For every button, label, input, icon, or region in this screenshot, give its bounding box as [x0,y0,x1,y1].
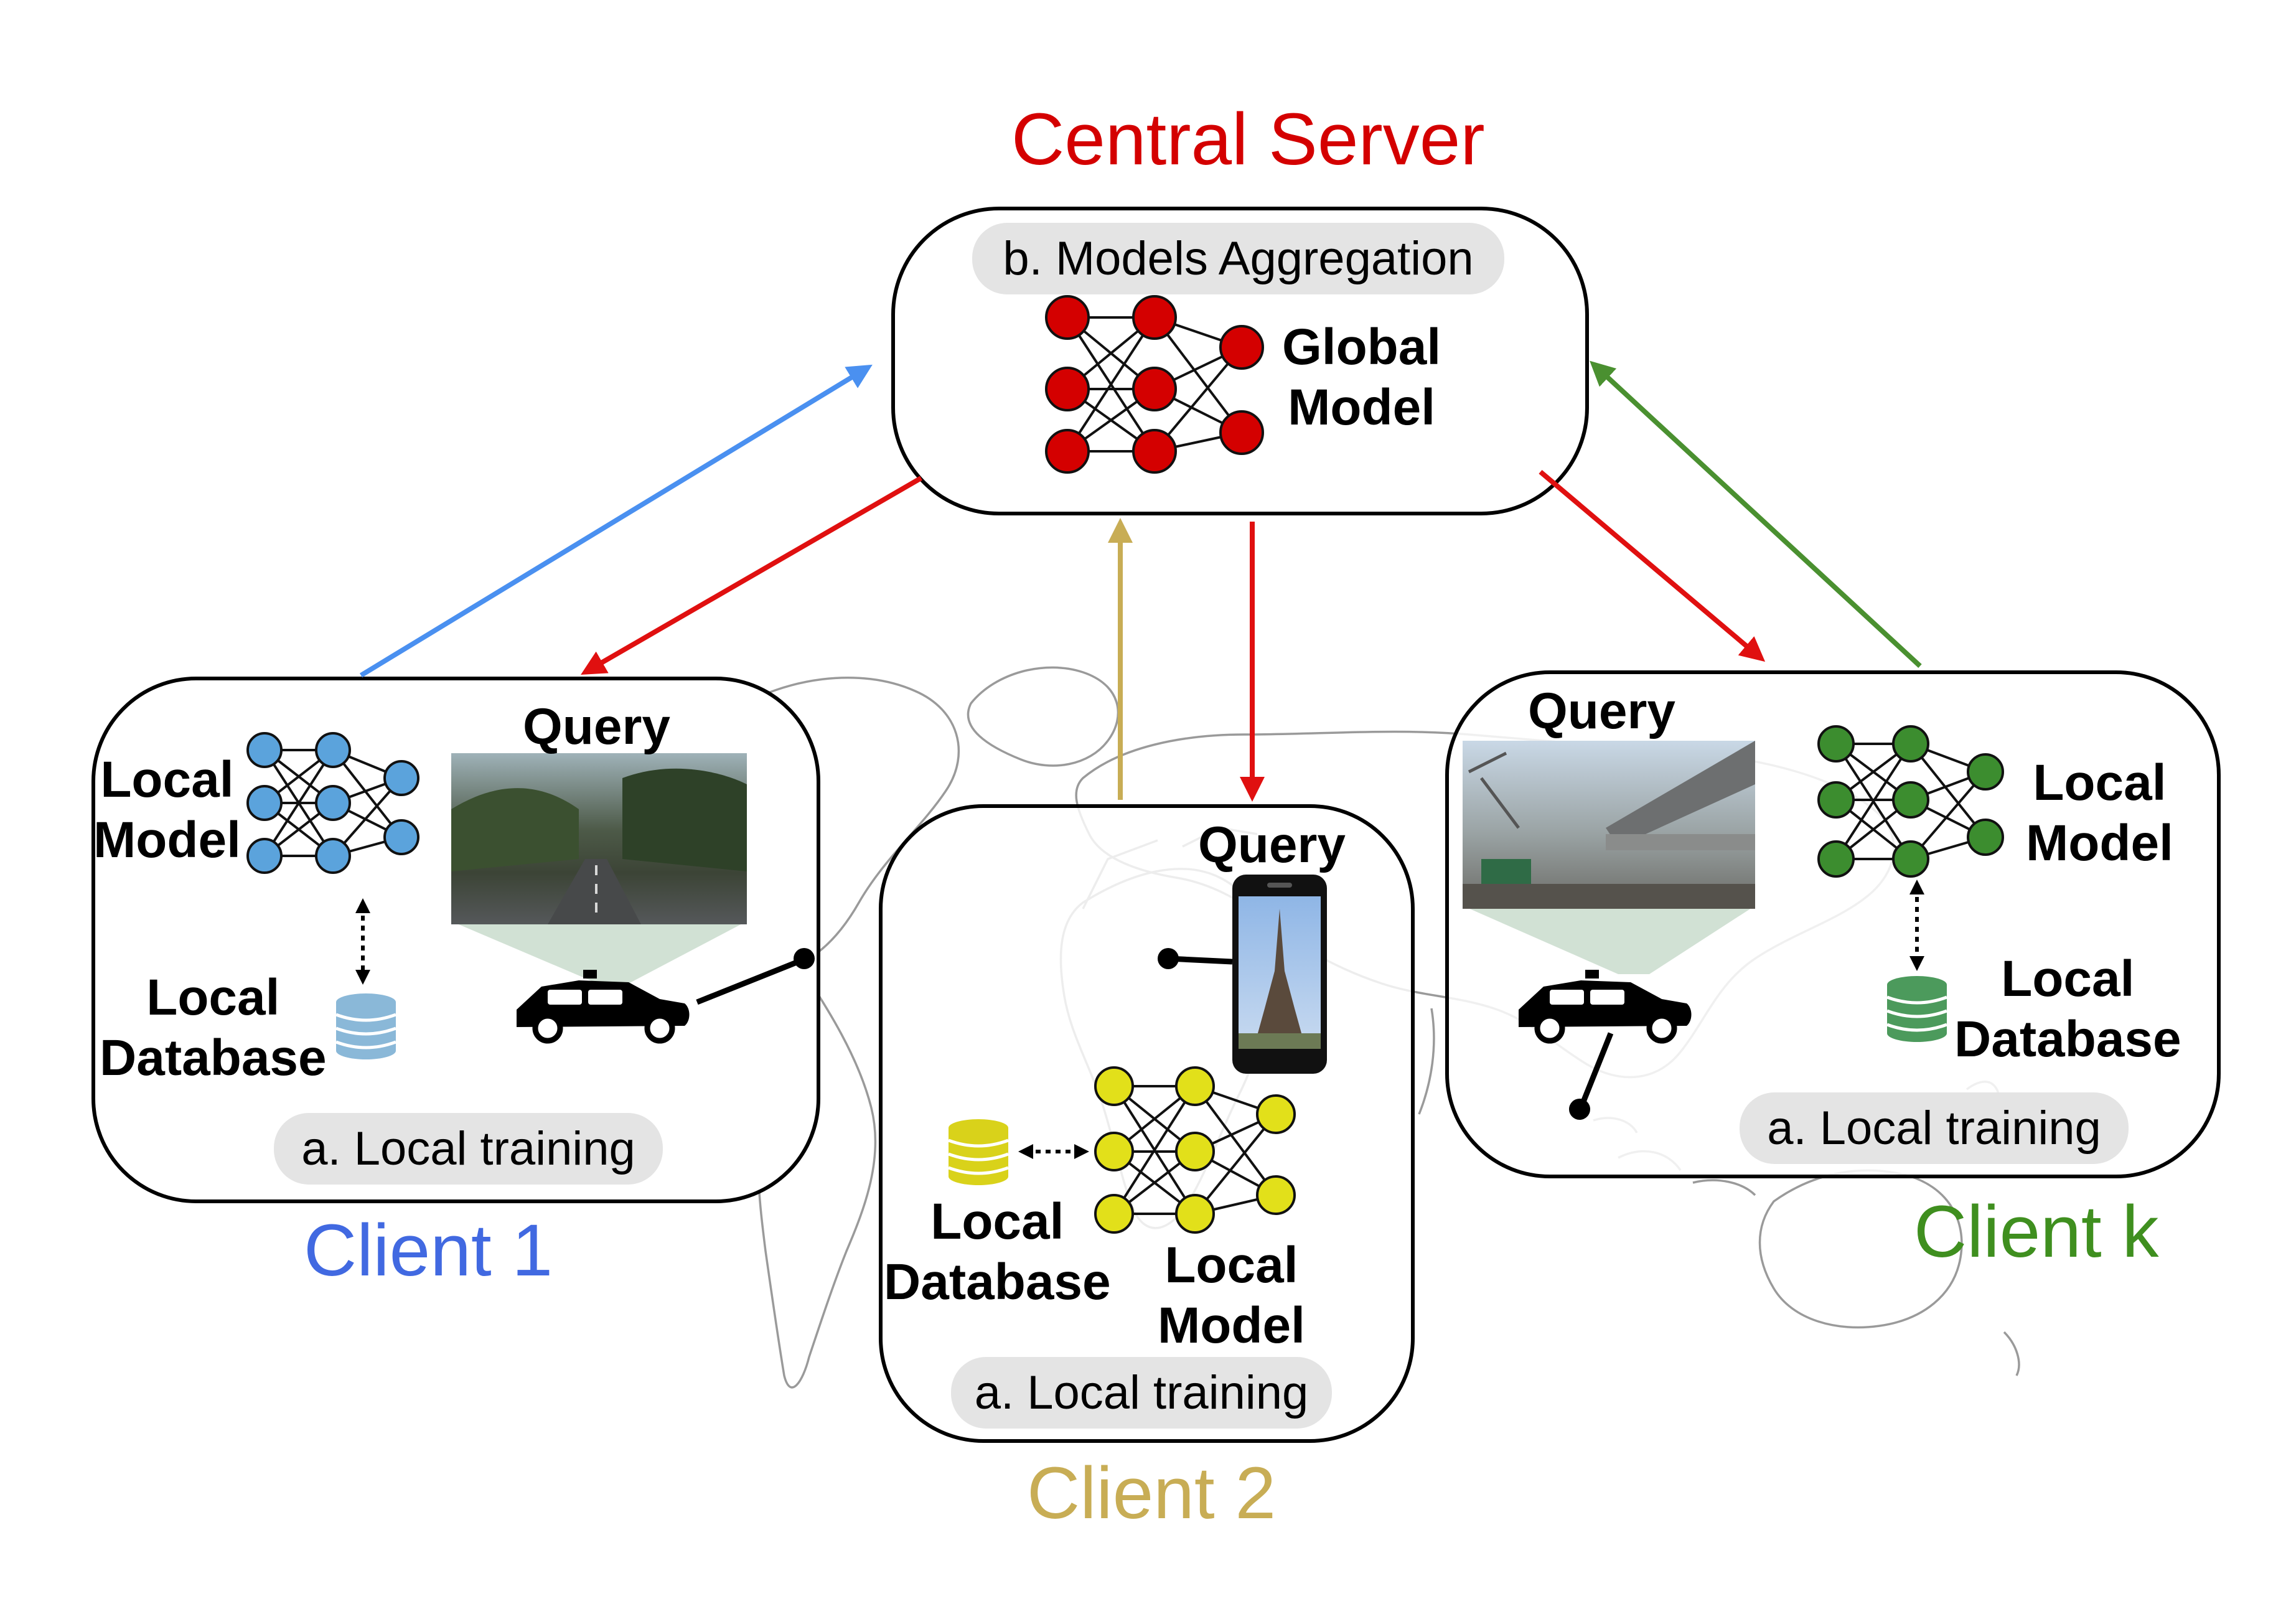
network-node [315,785,351,821]
network-node [1817,840,1855,878]
network-node [1256,1175,1296,1215]
network-node [1892,840,1929,878]
network-edge [1153,346,1243,453]
clientk-location-pin [1569,1032,1614,1120]
client1-local-training-label: a. Local training [274,1113,663,1185]
network-node [1817,781,1855,819]
network-edge [1835,743,1912,860]
client2-database-label: Local Database [884,1193,1111,1310]
arrow-server-to-clientk [1539,469,1766,662]
arrow-client1-upload [359,364,873,678]
network-edge [1909,771,1987,860]
client2-database-icon [948,1119,1009,1185]
central-server-title: Central Server [1011,98,1485,181]
clientk-local-training-label: a. Local training [1740,1092,2129,1164]
client2-location-pin [1158,948,1233,969]
network-node [1219,410,1264,455]
clientk-query-image [1463,741,1755,974]
network-node [246,838,283,874]
network-node [1045,367,1090,411]
network-node [1256,1094,1296,1134]
client1-location-pin [696,948,815,1005]
network-node [1132,429,1177,474]
network-node [1132,367,1177,411]
network-node [1094,1194,1134,1234]
network-edge [1066,316,1156,453]
client2-local-model-network-icon [1094,1066,1296,1234]
network-node [1817,725,1855,763]
network-edge [1153,316,1243,434]
network-node [1132,295,1177,340]
clientk-model-label: Local Model [2026,754,2173,871]
models-aggregation-label: b. Models Aggregation [972,223,1504,294]
clientk-query-label: Query [1528,683,1675,739]
network-node [1967,753,2004,791]
network-edge [332,749,403,838]
client2-title: Client 2 [1027,1452,1277,1534]
clientk-local-model-network-icon [1817,725,2004,878]
network-node [383,760,419,796]
client1-title: Client 1 [304,1209,553,1292]
clientk-database-label: Local Database [1954,950,2181,1068]
network-node [315,732,351,768]
network-node [1175,1066,1215,1106]
network-node [246,732,283,768]
network-node [1892,781,1929,819]
client1-query-label: Query [523,698,670,755]
network-node [315,838,351,874]
network-node [1045,295,1090,340]
client2-model-label: Local Model [1158,1237,1305,1354]
arrow-server-to-client1 [581,476,923,675]
client1-query-image [451,753,747,983]
network-edge [1909,743,1987,838]
clientk-title: Client k [1914,1191,2159,1273]
arrow-clientk-upload [1590,360,1922,668]
network-node [1219,325,1264,370]
network-edge [263,749,334,857]
network-node [1892,725,1929,763]
clientk-database-icon [1886,976,1947,1042]
network-edge [1194,1113,1277,1215]
network-node [1045,429,1090,474]
client2-local-training-label: a. Local training [951,1357,1332,1429]
client1-database-label: Local Database [100,969,327,1086]
network-edge [1194,1085,1277,1196]
client1-local-model-network-icon [246,732,419,874]
client2-phone-icon [1232,875,1327,1074]
client1-database-icon [335,993,396,1059]
network-node [1094,1066,1134,1106]
network-node [383,819,419,855]
network-node [1967,819,2004,856]
clientk-car-icon [1519,970,1692,1044]
network-node [246,785,283,821]
client1-model-label: Local Model [93,751,241,868]
client1-car-icon [517,970,690,1044]
network-edge [1113,1085,1196,1215]
global-model-network-icon [1045,295,1264,474]
network-node [1094,1132,1134,1171]
global-model-label: Global Model [1282,319,1441,436]
client2-query-label: Query [1198,817,1346,873]
network-node [1175,1194,1215,1234]
network-node [1175,1132,1215,1171]
